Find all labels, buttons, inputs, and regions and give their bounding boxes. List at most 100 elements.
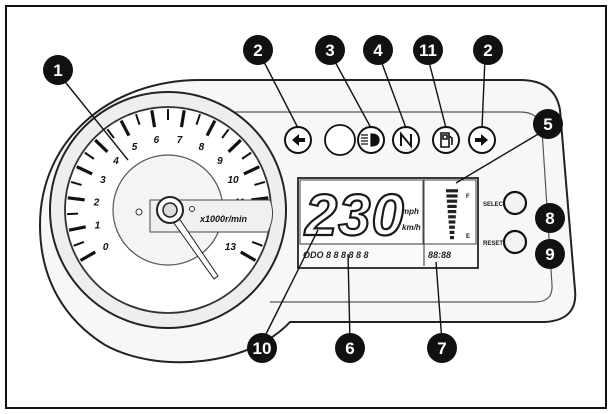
tachometer: 012345678910111213 x1000r/min: [49, 91, 287, 329]
reset-button[interactable]: [502, 229, 528, 255]
callout-number-3: 3: [325, 41, 334, 60]
select-button[interactable]: [502, 190, 528, 216]
tach-minor-tick: [84, 151, 95, 160]
tach-major-tick: [227, 138, 242, 153]
tach-scale-number: 4: [112, 156, 119, 167]
tach-minor-tick: [135, 113, 141, 125]
tach-scale-number: 1: [95, 220, 101, 231]
tach-scale-number: 6: [154, 135, 160, 146]
callout-circle-4: [363, 35, 393, 65]
callout-circle-6: [335, 333, 365, 363]
left-arrow-icon: [292, 134, 305, 146]
callout-circle-2b: [473, 35, 503, 65]
reset-button-label: RESET: [483, 241, 503, 247]
fuel-indicator: [432, 126, 460, 154]
tach-scale-number: 9: [217, 156, 223, 167]
tach-scale-number: 5: [132, 142, 138, 153]
speed-readout: 230: [304, 183, 405, 248]
tach-scale-number: 3: [100, 175, 106, 186]
callout-circle-11: [413, 35, 443, 65]
tach-major-tick: [119, 119, 131, 137]
leader-lines: [61, 57, 546, 343]
fuel-full-mark: F: [466, 194, 470, 200]
tach-major-tick: [239, 250, 257, 262]
tach-scale-number: 0: [103, 242, 109, 253]
fuel-bar-segment: [450, 236, 454, 240]
callout-number-7: 7: [437, 339, 446, 358]
fuel-bar-segment: [447, 204, 457, 208]
leader-line-3: [332, 57, 372, 129]
tach-minor-tick: [221, 128, 230, 139]
tach-minor-tick: [251, 240, 263, 247]
tach-minor-tick: [106, 128, 115, 139]
callout-circle-9: [535, 239, 565, 269]
tach-major-tick: [79, 250, 97, 262]
neutral-icon: [400, 131, 412, 149]
lcd-main-area: [299, 179, 424, 245]
leader-line-10: [261, 229, 319, 343]
tach-scale-number: 7: [177, 135, 183, 146]
tach-major-tick: [205, 119, 217, 137]
callout-number-6: 6: [345, 339, 354, 358]
tach-minor-tick: [241, 151, 252, 160]
fuel-bar-segment: [446, 194, 458, 198]
callout-circle-3: [315, 35, 345, 65]
tach-minor-tick: [254, 180, 266, 186]
tach-scale-number: 8: [199, 142, 205, 153]
fuel-bar-segment: [448, 215, 456, 219]
tachometer-unit-label: x1000r/min: [199, 214, 248, 224]
callout-circle-2a: [243, 35, 273, 65]
tachometer-small-indicator-2: [189, 206, 195, 212]
control-buttons: SELECT RESET: [483, 190, 528, 255]
tachometer-small-indicator: [135, 208, 143, 216]
high-beam-icon: [361, 133, 380, 147]
tach-major-tick: [150, 110, 157, 128]
tach-major-tick: [76, 165, 93, 176]
select-button-label: SELECT: [483, 202, 507, 208]
leader-line-5: [455, 129, 546, 184]
leader-line-1: [61, 77, 129, 161]
callout-number-5: 5: [543, 115, 552, 134]
leader-line-2b: [481, 57, 486, 129]
leader-line-7: [435, 261, 443, 343]
fuel-pump-icon: [440, 132, 453, 148]
callout-circle-1: [43, 55, 73, 85]
fuel-empty-mark: E: [466, 234, 470, 240]
fuel-bar-segment: [449, 230, 455, 234]
tachometer-hub-cap: [162, 202, 178, 218]
callout-number-10: 10: [253, 339, 272, 358]
tach-major-tick: [68, 225, 87, 232]
tach-major-tick: [179, 110, 186, 128]
leader-line-2a: [261, 57, 299, 129]
lcd-display: 230 mph km/h ODO 8 8 8 8 8 8 88:88 F E: [297, 177, 479, 269]
tach-scale-number: 2: [93, 197, 100, 208]
tach-major-tick: [94, 138, 109, 153]
fuel-bar-segment: [448, 220, 456, 224]
callout-number-8: 8: [545, 209, 554, 228]
callout-circle-7: [427, 333, 457, 363]
callout-circle-10: [247, 333, 277, 363]
callout-number-2b: 2: [483, 41, 492, 60]
leader-line-11: [427, 57, 447, 129]
leader-line-6: [347, 253, 351, 343]
fuel-bar-segment: [449, 225, 455, 229]
callout-circle-8: [535, 203, 565, 233]
callout-number-2a: 2: [253, 41, 262, 60]
callout-number-1: 1: [53, 61, 62, 80]
fuel-gauge-bars: [445, 189, 459, 240]
right-arrow-icon: [475, 134, 488, 146]
callout-number-9: 9: [545, 245, 554, 264]
fuel-bar-segment: [445, 189, 459, 193]
tach-minor-tick: [73, 240, 85, 247]
fuel-bar-segment: [447, 210, 457, 214]
tach-minor-tick: [70, 180, 82, 186]
callout-number-11: 11: [419, 41, 437, 60]
blank-indicator: [324, 124, 356, 156]
unit-mph: mph: [402, 207, 419, 216]
tach-scale-number: 10: [227, 175, 239, 186]
tach-major-tick: [243, 165, 260, 176]
tach-scale-number: 13: [225, 242, 237, 253]
callout-circle-5: [533, 109, 563, 139]
